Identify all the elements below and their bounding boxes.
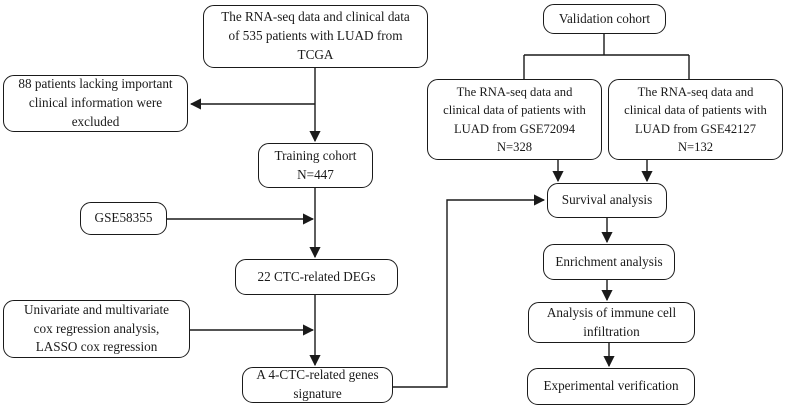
node-training-cohort: Training cohort N=447 [258, 143, 373, 188]
node-survival-analysis: Survival analysis [547, 183, 667, 218]
arrow-signature-to-survival [393, 194, 546, 388]
node-gene-signature: A 4-CTC-related genes signature [242, 367, 393, 403]
node-gse42127-cohort: The RNA-seq data and clinical data of pa… [608, 79, 783, 160]
node-validation-cohort: Validation cohort [543, 4, 666, 34]
node-gse72094-cohort: The RNA-seq data and clinical data of pa… [427, 79, 602, 160]
node-enrichment-analysis: Enrichment analysis [543, 244, 675, 280]
node-immune-infiltration: Analysis of immune cell infiltration [528, 302, 695, 343]
node-excluded-patients: 88 patients lacking important clinical i… [3, 75, 188, 132]
node-cox-regression: Univariate and multivariate cox regressi… [3, 300, 190, 358]
node-experimental-verification: Experimental verification [527, 368, 695, 405]
node-ctc-degs: 22 CTC-related DEGs [235, 259, 398, 295]
node-gse58355: GSE58355 [80, 202, 167, 235]
node-tcga-dataset: The RNA-seq data and clinical data of 53… [203, 5, 428, 68]
